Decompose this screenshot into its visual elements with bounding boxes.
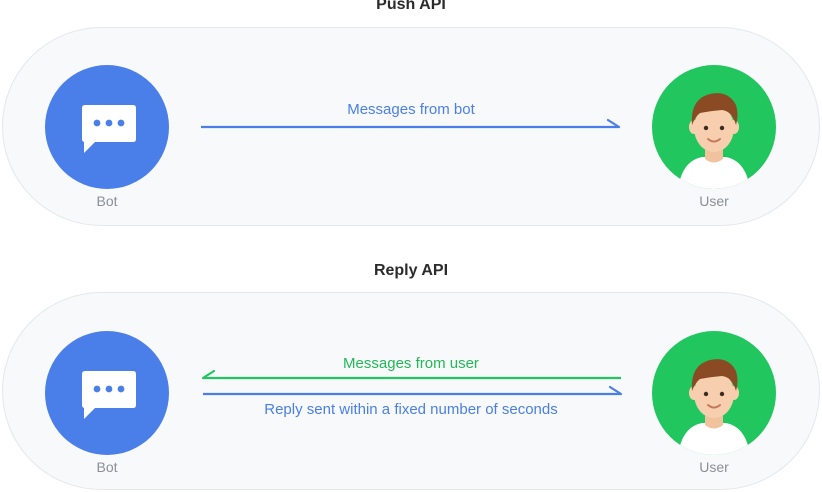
push-bot-label: Bot — [96, 193, 118, 209]
push-user-node — [652, 65, 776, 189]
reply-user-node — [652, 331, 776, 455]
user-avatar-icon — [678, 93, 750, 189]
reply-bot-label: Bot — [96, 459, 118, 475]
reply-api-title: Reply API — [373, 262, 449, 279]
user-avatar-icon — [678, 359, 750, 455]
reply-bot-node — [45, 331, 169, 455]
push-user-label: User — [699, 193, 729, 209]
reply-user-label: User — [699, 459, 729, 475]
reply-user-message-label: Messages from user — [343, 355, 479, 372]
chat-bubble-icon — [82, 105, 136, 153]
chat-bubble-icon — [82, 371, 136, 419]
push-api-title: Push API — [376, 0, 446, 13]
push-message-label: Messages from bot — [347, 101, 475, 118]
push-bot-node — [45, 65, 169, 189]
reply-bot-message-label: Reply sent within a fixed number of seco… — [264, 401, 558, 418]
